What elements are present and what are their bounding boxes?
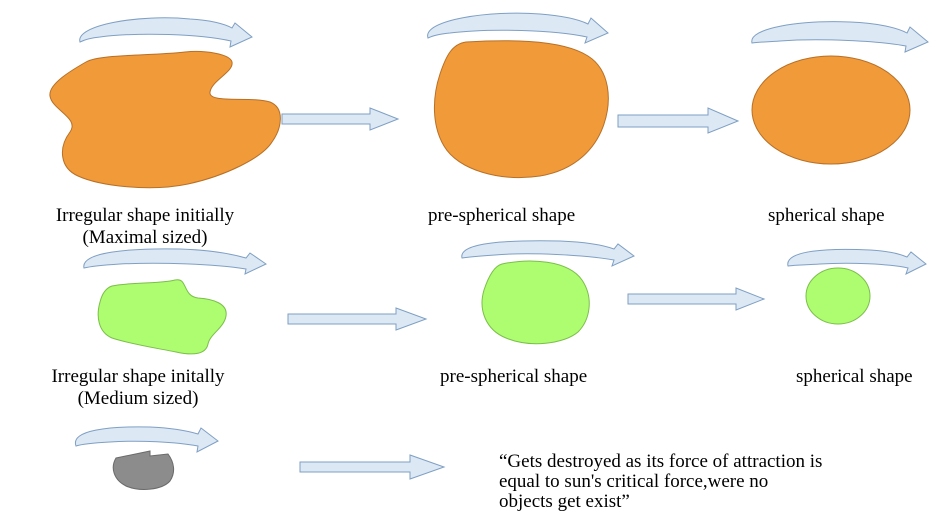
irregular-blob-maximal <box>49 51 281 189</box>
process-arrow <box>287 307 428 331</box>
process-arrow <box>281 107 400 131</box>
process-arrow <box>627 287 766 311</box>
process-arrow <box>617 107 740 134</box>
rotation-arrow <box>751 21 929 53</box>
prespherical-blob-medium <box>481 260 590 345</box>
label-line: Irregular shape initally <box>51 366 225 387</box>
label-spherical-maximal: spherical shape <box>768 205 885 226</box>
destroyed-note: “Gets destroyed as its force of attracti… <box>499 452 822 512</box>
rotation-arrow <box>427 12 609 44</box>
label-irregular-maximal: Irregular shape initially (Maximal sized… <box>14 205 276 249</box>
note-line: objects get exist” <box>499 491 630 512</box>
label-line: Irregular shape initially <box>55 205 235 226</box>
label-irregular-medium: Irregular shape initally (Medium sized) <box>8 366 268 410</box>
irregular-blob-medium <box>97 279 227 355</box>
label-line: (Medium sized) <box>77 388 199 409</box>
rotation-arrow <box>83 248 267 275</box>
destroyed-blob-small <box>112 450 175 490</box>
spherical-blob-medium <box>805 267 871 325</box>
rotation-arrow <box>461 240 635 267</box>
rotation-arrow <box>79 17 253 48</box>
label-spherical-medium: spherical shape <box>796 366 913 387</box>
label-line: (Maximal sized) <box>82 227 208 248</box>
process-arrow <box>299 454 446 480</box>
note-line: “Gets destroyed as its force of attracti… <box>499 451 823 472</box>
label-prespherical-medium: pre-spherical shape <box>440 366 588 387</box>
label-prespherical-maximal: pre-spherical shape <box>428 205 576 226</box>
spherical-blob-maximal <box>751 55 911 165</box>
prespherical-blob-maximal <box>433 40 609 179</box>
note-line: equal to sun's critical force,were no <box>499 471 769 492</box>
rotation-arrow <box>75 426 219 453</box>
rotation-arrow <box>787 248 927 275</box>
